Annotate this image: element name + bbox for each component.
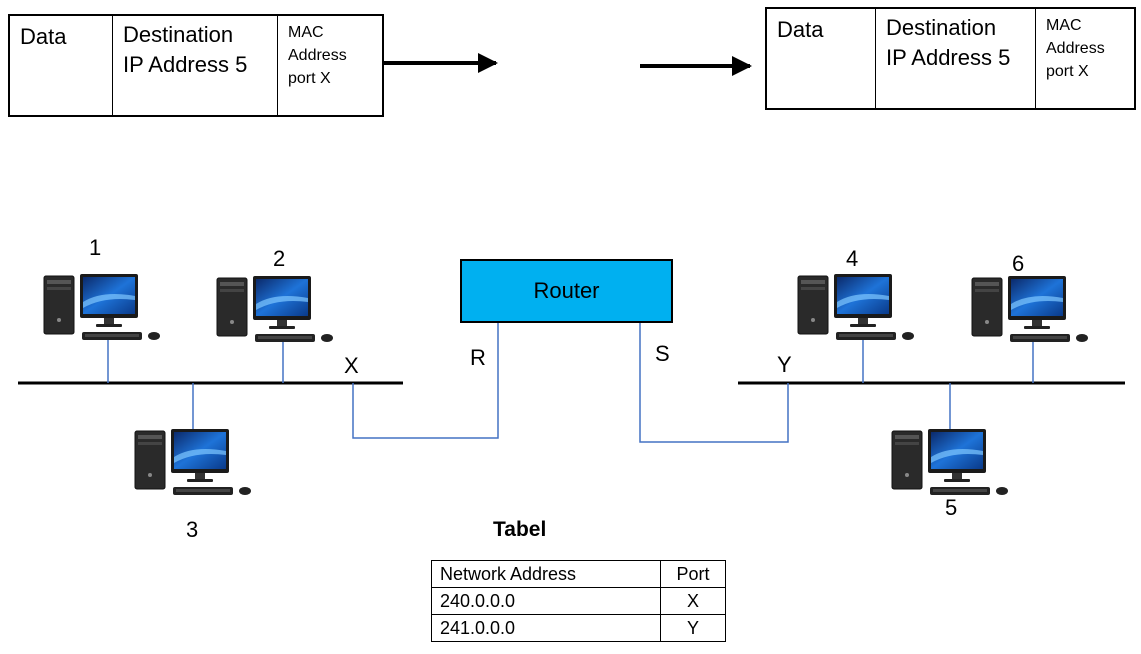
desktop-computer-icon [797, 274, 914, 340]
desktop-computer-icon [891, 429, 1008, 495]
frame-mac-line3: port X [288, 70, 331, 87]
frame-mac-cell: MAC Address port X [1036, 9, 1113, 108]
cell-network: 240.0.0.0 [431, 587, 661, 615]
router-port-r-label: R [470, 345, 486, 370]
frame-dest-line1: Destination [123, 22, 234, 47]
header-port: Port [660, 560, 726, 588]
frame-data-cell: Data [10, 16, 113, 115]
packet-frame-after: Data Destination IP Address 5 MAC Addres… [765, 7, 1136, 110]
frame-destination-cell: Destination IP Address 5 [113, 16, 278, 115]
table-row: 240.0.0.0 X [431, 587, 726, 615]
router: Router [460, 259, 673, 323]
table-header-row: Network Address Port [431, 560, 726, 588]
pc-number-3: 3 [186, 517, 199, 542]
frame-dest-line1: Destination [886, 15, 997, 40]
link-x-to-r [352, 323, 499, 439]
frame-mac-line3: port X [1046, 63, 1089, 80]
desktop-computer-icon [43, 274, 160, 340]
link-s-to-y [639, 323, 789, 443]
pc-number-5: 5 [945, 495, 958, 520]
pc-number-2: 2 [273, 246, 286, 271]
cell-port: X [660, 587, 726, 615]
frame-mac-line1: MAC [1046, 17, 1082, 34]
cell-port: Y [660, 614, 726, 642]
router-label: Router [533, 278, 600, 303]
desktop-computer-icon [971, 276, 1088, 342]
packet-frame-before: Data Destination IP Address 5 MAC Addres… [8, 14, 384, 117]
port-y-label: Y [777, 352, 792, 377]
table-title: Tabel [493, 518, 547, 541]
frame-mac-cell: MAC Address port X [278, 16, 355, 115]
header-network-address: Network Address [431, 560, 661, 588]
frame-dest-line2: IP Address 5 [886, 45, 1011, 70]
pc-number-1: 1 [89, 235, 102, 260]
frame-dest-line2: IP Address 5 [123, 52, 248, 77]
frame-destination-cell: Destination IP Address 5 [876, 9, 1036, 108]
desktop-computer-icon [134, 429, 251, 495]
port-x-label: X [344, 353, 359, 378]
router-port-s-label: S [655, 341, 670, 366]
frame-mac-line2: Address [1046, 40, 1105, 57]
desktop-computer-icon [216, 276, 333, 342]
frame-data-cell: Data [767, 9, 876, 108]
frame-mac-line2: Address [288, 47, 347, 64]
pc-number-4: 4 [846, 246, 859, 271]
table-row: 241.0.0.0 Y [431, 614, 726, 642]
pc-number-6: 6 [1012, 251, 1025, 276]
routing-table: Network Address Port 240.0.0.0 X 241.0.0… [431, 560, 726, 642]
cell-network: 241.0.0.0 [431, 614, 661, 642]
frame-mac-line1: MAC [288, 24, 324, 41]
